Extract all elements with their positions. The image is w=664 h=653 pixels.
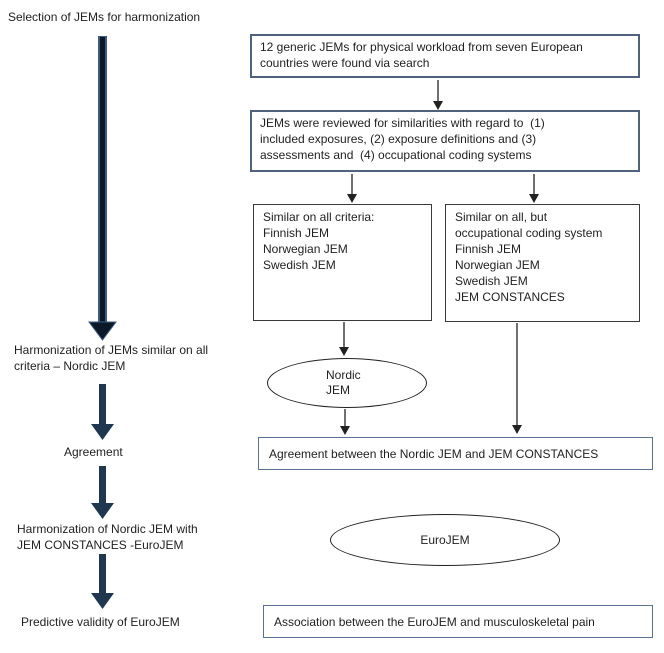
label-harmonization-nordic: Harmonization of JEMs similar on all cri… xyxy=(14,343,209,373)
connector-nordic-to-agreement-box xyxy=(340,409,350,435)
box-review-criteria: JEMs were reviewed for similarities with… xyxy=(250,110,640,172)
stage-arrow-eurojem-to-validity xyxy=(91,554,114,609)
stage-arrow-nordic-to-agreement xyxy=(91,384,114,440)
diagram-title: Selection of JEMs for harmonization xyxy=(8,10,201,24)
label-agreement: Agreement xyxy=(64,445,123,459)
connector-similar-but-to-agreement-box xyxy=(512,323,522,434)
connector-similar-all-to-nordic xyxy=(339,322,349,356)
box-similar-but-coding: Similar on all, but occupational coding … xyxy=(445,204,640,322)
box-similar-all-criteria: Similar on all criteria: Finnish JEM Nor… xyxy=(253,204,432,321)
box-association: Association between the EuroJEM and musc… xyxy=(263,605,653,638)
connector-review-to-similar-but xyxy=(529,174,539,203)
connector-search-to-review xyxy=(433,80,443,110)
label-harmonization-eurojem: Harmonization of Nordic JEM with JEM CON… xyxy=(17,522,198,552)
box-search-result: 12 generic JEMs for physical workload fr… xyxy=(250,34,640,78)
label-predictive-validity: Predictive validity of EuroJEM xyxy=(21,615,180,629)
ellipse-nordic-jem: Nordic JEM xyxy=(267,358,427,408)
stage-arrow-agreement-to-eurojem xyxy=(91,466,114,519)
connector-review-to-similar-all xyxy=(347,174,357,203)
big-selection-arrow xyxy=(88,36,117,341)
ellipse-eurojem: EuroJEM xyxy=(330,514,560,566)
box-agreement: Agreement between the Nordic JEM and JEM… xyxy=(258,437,653,470)
